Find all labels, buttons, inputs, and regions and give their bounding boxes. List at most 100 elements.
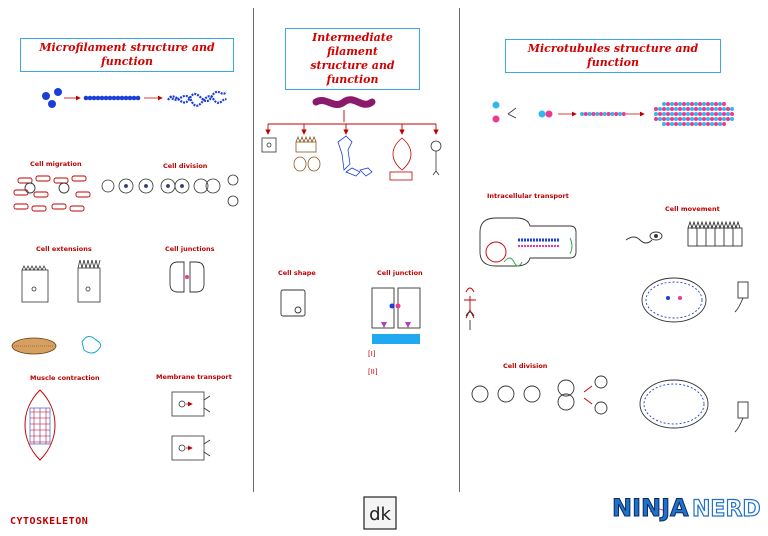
- ninja-nerd-logo-text: NINJA NERD: [612, 488, 762, 530]
- label-cell-division-mt: Cell division: [503, 362, 548, 370]
- label-cell-shape: Cell shape: [278, 269, 316, 277]
- label-cell-division-mf: Cell division: [163, 162, 208, 170]
- microtubule-bead: [714, 107, 718, 111]
- microtubule-bead: [658, 117, 662, 121]
- microtubule-bead: [690, 102, 694, 106]
- microtubule-bead: [670, 102, 674, 106]
- panel-divider-left: [253, 8, 254, 492]
- microtubules-title: Microtubules structure and function: [505, 39, 721, 73]
- microtubule-bead: [678, 112, 682, 116]
- microtubule-bead: [730, 107, 734, 111]
- microtubule-bead: [686, 107, 690, 111]
- intracellular-transport-drawing: [464, 217, 577, 330]
- microtubule-bead: [722, 102, 726, 106]
- label-cell-movement: Cell movement: [665, 205, 720, 213]
- label-membrane-transport: Membrane transport: [156, 373, 232, 381]
- label-cell-junction-if: Cell junction: [377, 269, 423, 277]
- if-cell-junction-drawing: [371, 287, 421, 344]
- actin-bead: [107, 95, 113, 101]
- microtubule-bead: [702, 112, 706, 116]
- microtubule-bead: [706, 112, 710, 116]
- microtubule-bead: [698, 107, 702, 111]
- microtubule-bead: [722, 107, 726, 111]
- microtubule-bead: [730, 112, 734, 116]
- intermediate-title-line1: Intermediate filament: [312, 31, 393, 58]
- label-muscle-contraction: Muscle contraction: [30, 374, 100, 382]
- actin-bead: [135, 95, 141, 101]
- actin-bead: [115, 95, 121, 101]
- microtubule-bead: [662, 102, 666, 106]
- microtubule-bead: [686, 102, 690, 106]
- microtubule-bead: [714, 112, 718, 116]
- microtubule-bead: [666, 107, 670, 111]
- microtubule-bead: [710, 112, 714, 116]
- muscle-fiber-drawing: [24, 389, 56, 461]
- microtubule-bead: [718, 102, 722, 106]
- actin-bead: [83, 95, 89, 101]
- microtubule-bead: [690, 117, 694, 121]
- microtubule-bead: [714, 122, 718, 126]
- actin-bead: [95, 95, 101, 101]
- microtubule-bead: [710, 117, 714, 121]
- microtubule-bead: [690, 122, 694, 126]
- microtubule-bead: [678, 117, 682, 121]
- intermediate-cell-types: [261, 135, 442, 181]
- microtubule-bead: [654, 117, 658, 121]
- microtubule-bead: [718, 117, 722, 121]
- label-cell-extensions: Cell extensions: [36, 245, 92, 253]
- microtubule-bead: [670, 117, 674, 121]
- actin-bead: [123, 95, 129, 101]
- membrane-transport-drawing: [171, 391, 211, 461]
- intermediate-branch-arrows: [265, 110, 439, 135]
- actin-bead: [99, 95, 105, 101]
- microtubule-bead: [654, 112, 658, 116]
- actin-filament-helix: [167, 90, 227, 104]
- intermediate-filament: [312, 96, 376, 108]
- microtubule-bead: [658, 112, 662, 116]
- reference-marker-2: [II]: [368, 368, 378, 376]
- microtubule-bead: [674, 112, 678, 116]
- actin-bead: [111, 95, 117, 101]
- microtubule-bead: [682, 122, 686, 126]
- intermediate-title-line2: structure and function: [310, 59, 395, 86]
- microtubule-bead: [706, 107, 710, 111]
- actin-bead: [131, 95, 137, 101]
- microtubule-bead: [730, 117, 734, 121]
- tubulin-bead: [602, 112, 607, 116]
- microtubule-bead: [722, 122, 726, 126]
- microtubule-bead: [702, 122, 706, 126]
- microtubule-bead: [698, 122, 702, 126]
- ninja-nerd-logo: [649, 508, 667, 513]
- microtubule-bead: [694, 102, 698, 106]
- microtubule-bead: [706, 102, 710, 106]
- actin-bead: [103, 95, 109, 101]
- microtubule-bead: [698, 112, 702, 116]
- microtubule-bead: [682, 112, 686, 116]
- label-intracellular-transport: Intracellular transport: [487, 192, 569, 200]
- microtubule-bead: [694, 107, 698, 111]
- microtubule-bead: [682, 117, 686, 121]
- microtubule-bead: [674, 117, 678, 121]
- footer-title: CYTOSKELETON: [10, 516, 89, 527]
- microtubule-bead: [718, 107, 722, 111]
- microtubule-bead: [718, 112, 722, 116]
- microtubule-bead: [686, 117, 690, 121]
- microtubule-bead: [718, 122, 722, 126]
- tubulin-bead: [583, 112, 588, 116]
- tubulin-bead: [591, 112, 596, 116]
- dk-logo: dk: [363, 496, 397, 530]
- microtubule-bead: [694, 117, 698, 121]
- actin-filament-linear: [83, 95, 141, 101]
- tubulin-bead: [618, 112, 622, 116]
- microtubule-bead: [698, 117, 702, 121]
- microtubule-bead: [714, 117, 718, 121]
- tubulin-bead: [610, 112, 615, 116]
- microtubule-bead: [682, 102, 686, 106]
- tubulin-bead: [621, 112, 626, 116]
- tubulin-pair: [538, 110, 553, 118]
- microtubule-bead: [662, 107, 666, 111]
- mf-cell-junctions-drawing: [169, 261, 205, 293]
- nerd-text: NERD: [692, 497, 761, 522]
- cell-movement-drawing: [625, 220, 749, 323]
